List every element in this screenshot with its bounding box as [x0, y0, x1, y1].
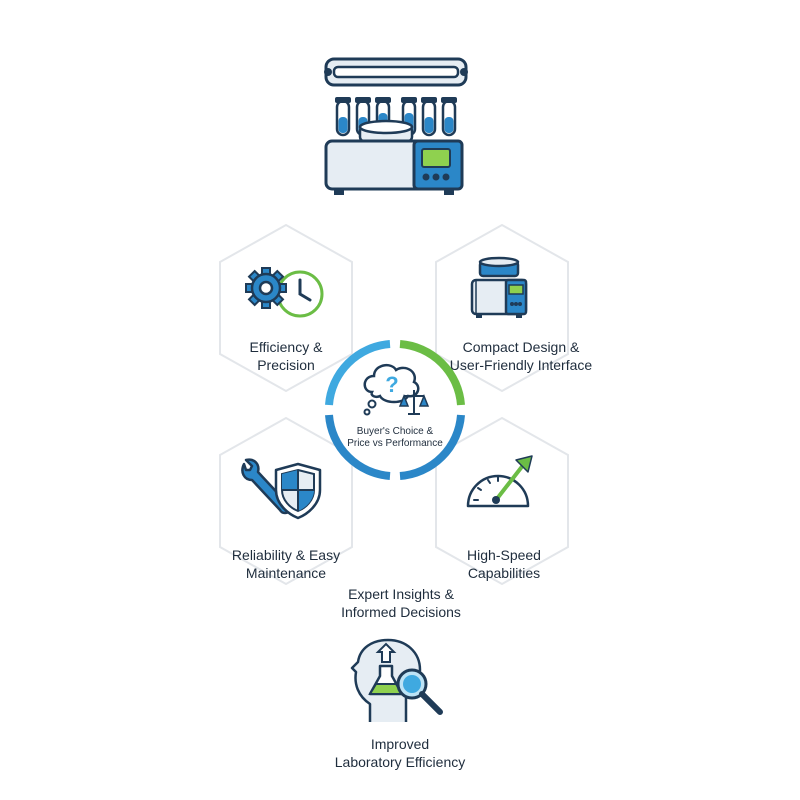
ring-segment-blue-top-left [325, 340, 391, 406]
speedometer-icon [466, 455, 533, 508]
benchtop-device-icon [470, 256, 528, 318]
center-label: Buyer's Choice &Price vs Performance [347, 426, 443, 449]
question-scale-icon: ? [363, 363, 430, 416]
svg-text:?: ? [385, 372, 398, 397]
wrench-shield-icon [241, 458, 322, 520]
ring-segment-green [399, 340, 465, 406]
head-magnifier-flask-icon [350, 638, 443, 722]
compact-label: Compact Design &User-Friendly Interface [449, 339, 593, 373]
insights-label: Expert Insights &Informed Decisions [341, 586, 461, 620]
gear-clock-icon [245, 267, 324, 318]
ring-segment-blue-bottom-left [325, 414, 391, 480]
ring-segment-blue-bottom-right [399, 414, 465, 480]
efficiency-label: Efficiency &Precision [249, 339, 323, 373]
lab-centrifuge-icon [324, 57, 468, 195]
